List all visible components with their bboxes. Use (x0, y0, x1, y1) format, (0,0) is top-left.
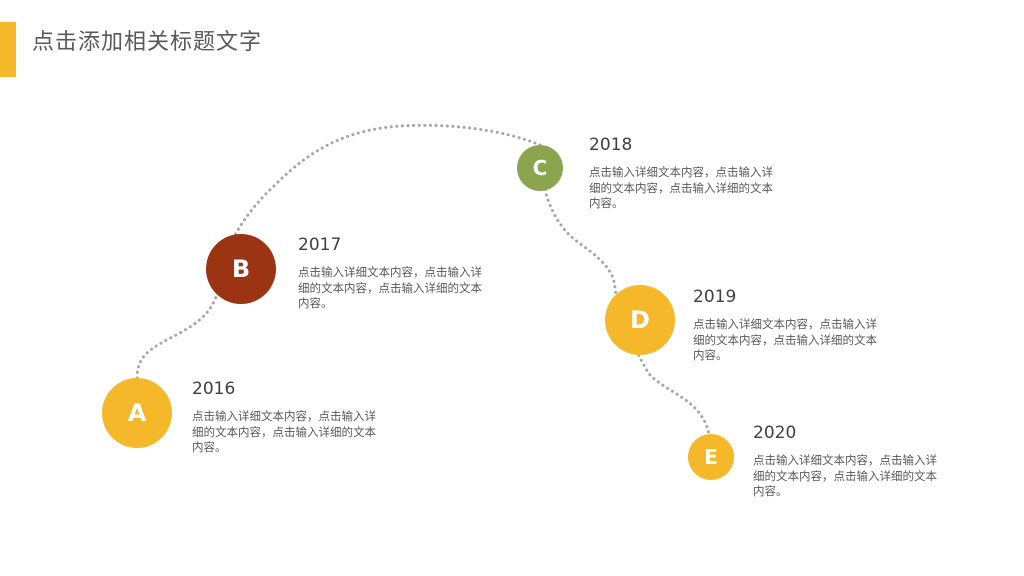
milestone-a-text[interactable]: 点击输入详细文本内容，点击输入详细的文本内容，点击输入详细的文本内容。 (192, 409, 376, 454)
milestone-e-year[interactable]: 2020 (753, 423, 797, 443)
title-accent-bar (0, 22, 16, 77)
milestone-b-letter: B (231, 255, 251, 283)
milestone-e-letter: E (704, 445, 718, 469)
milestone-b-text[interactable]: 点击输入详细文本内容，点击输入详细的文本内容，点击输入详细的文本内容。 (298, 265, 482, 310)
milestone-d-letter: D (630, 306, 650, 334)
page-title[interactable]: 点击添加相关标题文字 (32, 30, 263, 55)
milestone-b-year[interactable]: 2017 (298, 235, 342, 255)
milestone-e-text[interactable]: 点击输入详细文本内容，点击输入详细的文本内容，点击输入详细的文本内容。 (753, 453, 937, 498)
milestone-b-circle[interactable]: B (206, 234, 276, 304)
milestone-c-letter: C (532, 156, 548, 180)
milestone-d-text[interactable]: 点击输入详细文本内容，点击输入详细的文本内容，点击输入详细的文本内容。 (693, 317, 877, 362)
milestone-a-year[interactable]: 2016 (192, 379, 236, 399)
milestone-a-letter: A (127, 399, 147, 427)
milestone-c-year[interactable]: 2018 (589, 135, 633, 155)
milestone-a-circle[interactable]: A (102, 378, 172, 448)
milestone-d-circle[interactable]: D (605, 285, 675, 355)
milestone-d-year[interactable]: 2019 (693, 287, 737, 307)
milestone-c-circle[interactable]: C (517, 145, 563, 191)
milestone-e-circle[interactable]: E (688, 434, 734, 480)
milestone-c-text[interactable]: 点击输入详细文本内容，点击输入详细的文本内容，点击输入详细的文本内容。 (589, 165, 773, 210)
